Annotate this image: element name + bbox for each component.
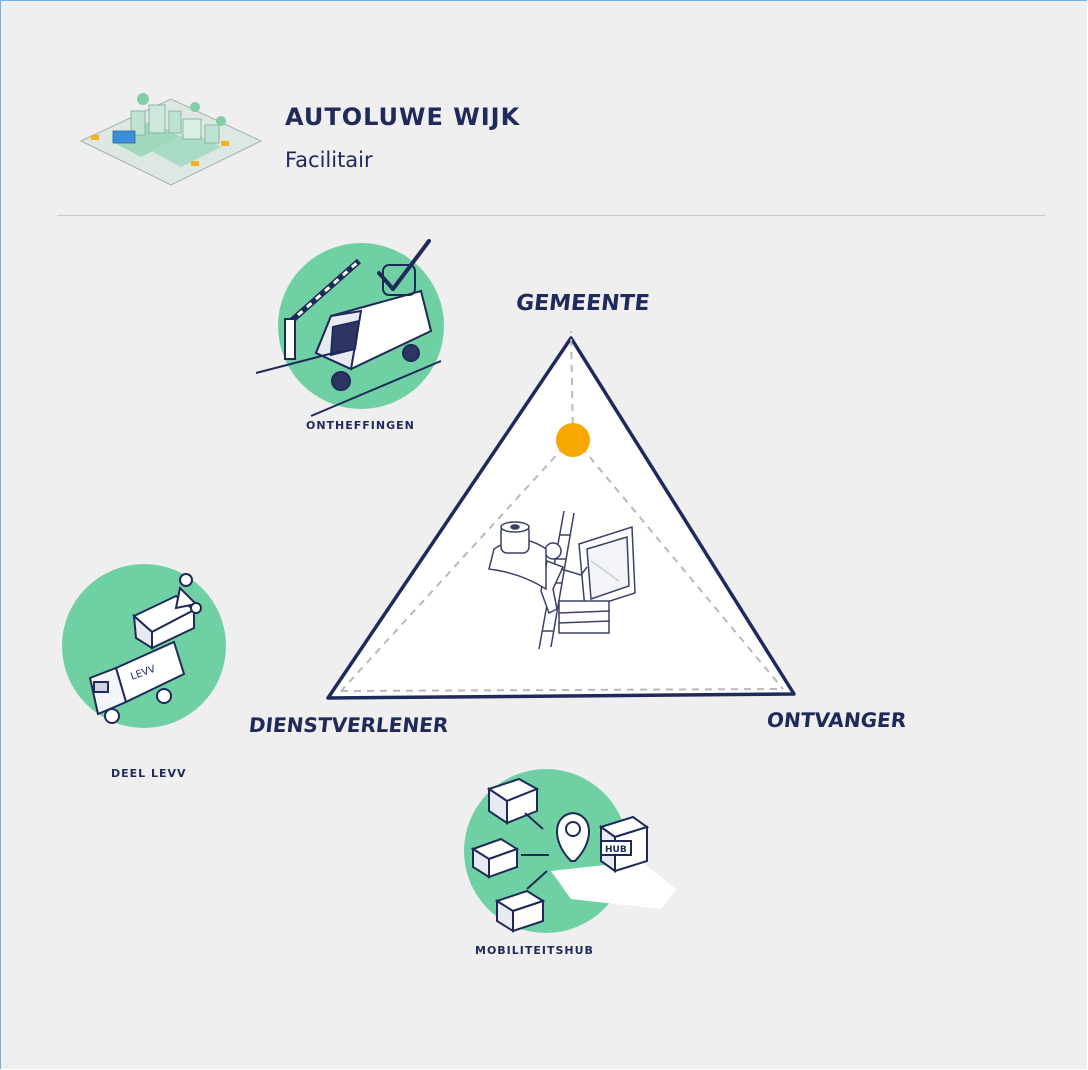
vertex-label-ontvanger: ONTVANGER (765, 708, 908, 732)
vertex-label-dienstverlener: DIENSTVERLENER (247, 713, 450, 737)
center-marker (556, 423, 590, 457)
deel-levv-illustration: LEVV (62, 564, 226, 728)
mobiliteitshub-illustration: HUB (464, 769, 676, 933)
vertex-label-gemeente: GEMEENTE (514, 291, 651, 316)
triangle-outline (326, 336, 796, 700)
page-subtitle: Facilitair (285, 148, 373, 172)
ontheffingen-illustration (255, 239, 444, 417)
city-illustration (79, 93, 263, 186)
triangle-fill (328, 338, 794, 698)
hub-box-text: HUB (605, 845, 627, 855)
page-title: AUTOLUWE WIJK (285, 103, 521, 131)
caption-deel-levv: DEEL LEVV (111, 767, 187, 780)
caption-ontheffingen: ONTHEFFINGEN (306, 419, 415, 432)
window-cleaner-sketch (488, 510, 636, 650)
triangle-dashed-lines (340, 330, 784, 692)
deel-levv-circle (62, 564, 226, 728)
header-divider (57, 215, 1045, 216)
caption-mobiliteitshub: MOBILITEITSHUB (475, 944, 594, 957)
